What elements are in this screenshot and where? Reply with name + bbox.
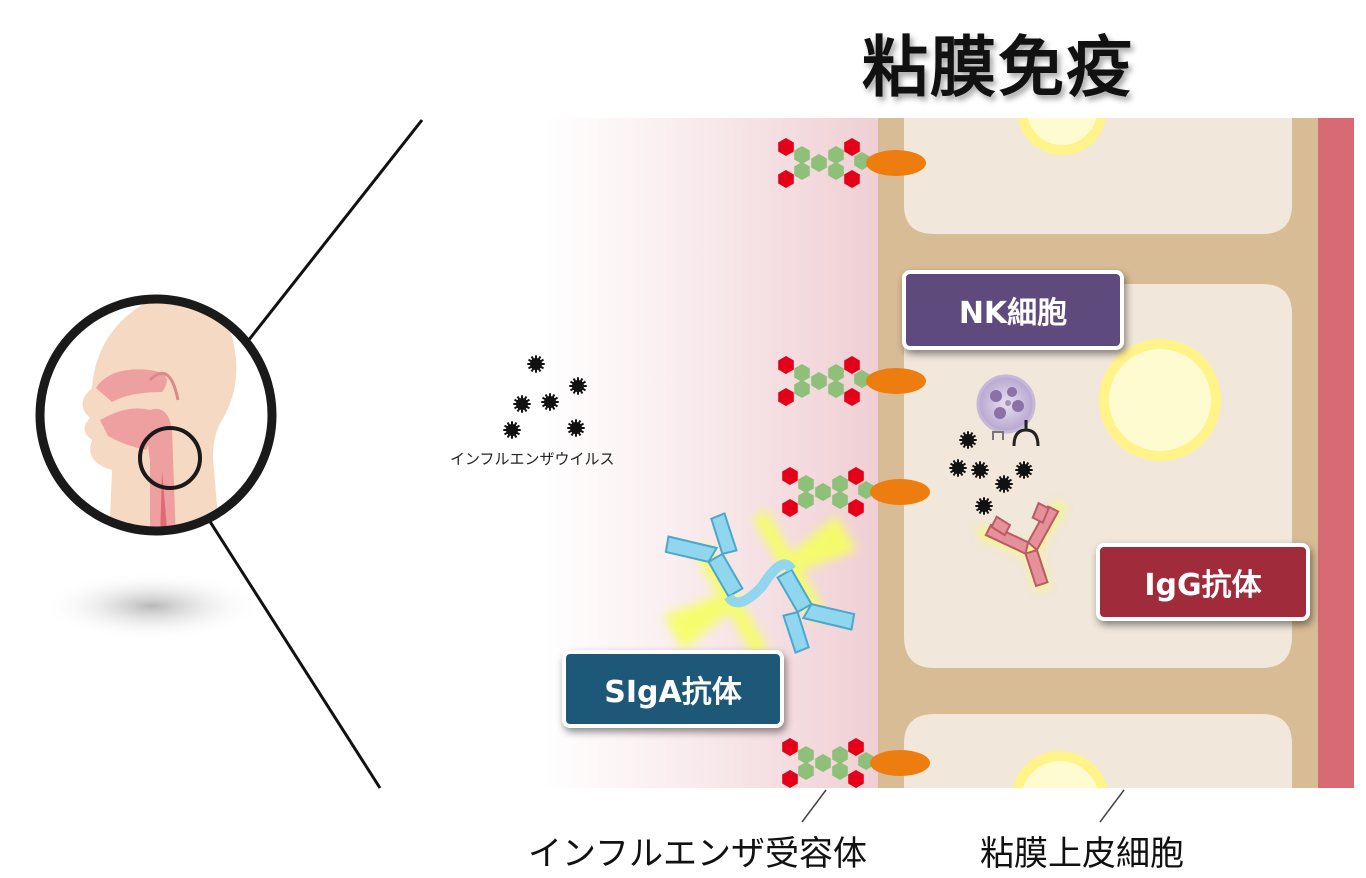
influenza-receptor-caption: インフルエンザ受容体: [528, 834, 867, 874]
nk-cell-label-text: NK細胞: [958, 296, 1068, 331]
virus-particle: [567, 419, 585, 437]
epithelial-leader-line: [1099, 789, 1125, 823]
virus-particle: [959, 431, 977, 449]
virus-cluster-mucus: [503, 355, 587, 439]
influenza-receptor: [778, 356, 926, 406]
virus-particle: [975, 497, 993, 515]
nucleus-middle: [1099, 339, 1221, 461]
virus-particle: [541, 393, 559, 411]
epithelial-cell-top: [904, 118, 1292, 234]
influenza-receptors: [778, 138, 930, 788]
influenza-receptor: [782, 467, 930, 517]
igg-label-text: IgG抗体: [1144, 568, 1262, 603]
epithelial-cell-bottom: [904, 714, 1292, 788]
head-cross-section: [35, 294, 277, 536]
virus-cluster-cell: [949, 431, 1033, 515]
head-zoom-circle: [35, 294, 277, 536]
pharynx-focus-circle: [138, 426, 202, 490]
influenza-virus-caption: インフルエンザウイルス: [450, 450, 615, 468]
nk-cell: [976, 374, 1040, 447]
igg-label: IgG抗体: [1096, 543, 1310, 621]
siga-label: SIgA抗体: [562, 650, 784, 728]
virus-particle: [569, 377, 587, 395]
head-shadow: [42, 572, 262, 640]
siga-antibody: [663, 510, 857, 656]
page-title: 粘膜免疫: [862, 29, 1134, 106]
virus-particle: [513, 395, 531, 413]
igg-antibody: [977, 501, 1066, 590]
virus-particle: [949, 459, 967, 477]
virus-particle: [1015, 461, 1033, 479]
virus-particle: [971, 461, 989, 479]
siga-label-text: SIgA抗体: [604, 675, 742, 710]
zoom-line-bottom: [184, 483, 382, 789]
receptor-leader-line: [801, 789, 827, 823]
nk-cell-label: NK細胞: [902, 270, 1124, 350]
virus-particle: [527, 355, 545, 373]
influenza-receptor: [782, 738, 930, 788]
influenza-receptor: [778, 138, 926, 188]
virus-particle: [503, 421, 521, 439]
virus-particle: [995, 475, 1013, 493]
epithelial-cells: [878, 65, 1318, 849]
epithelial-cell-caption: 粘膜上皮細胞: [980, 834, 1184, 874]
